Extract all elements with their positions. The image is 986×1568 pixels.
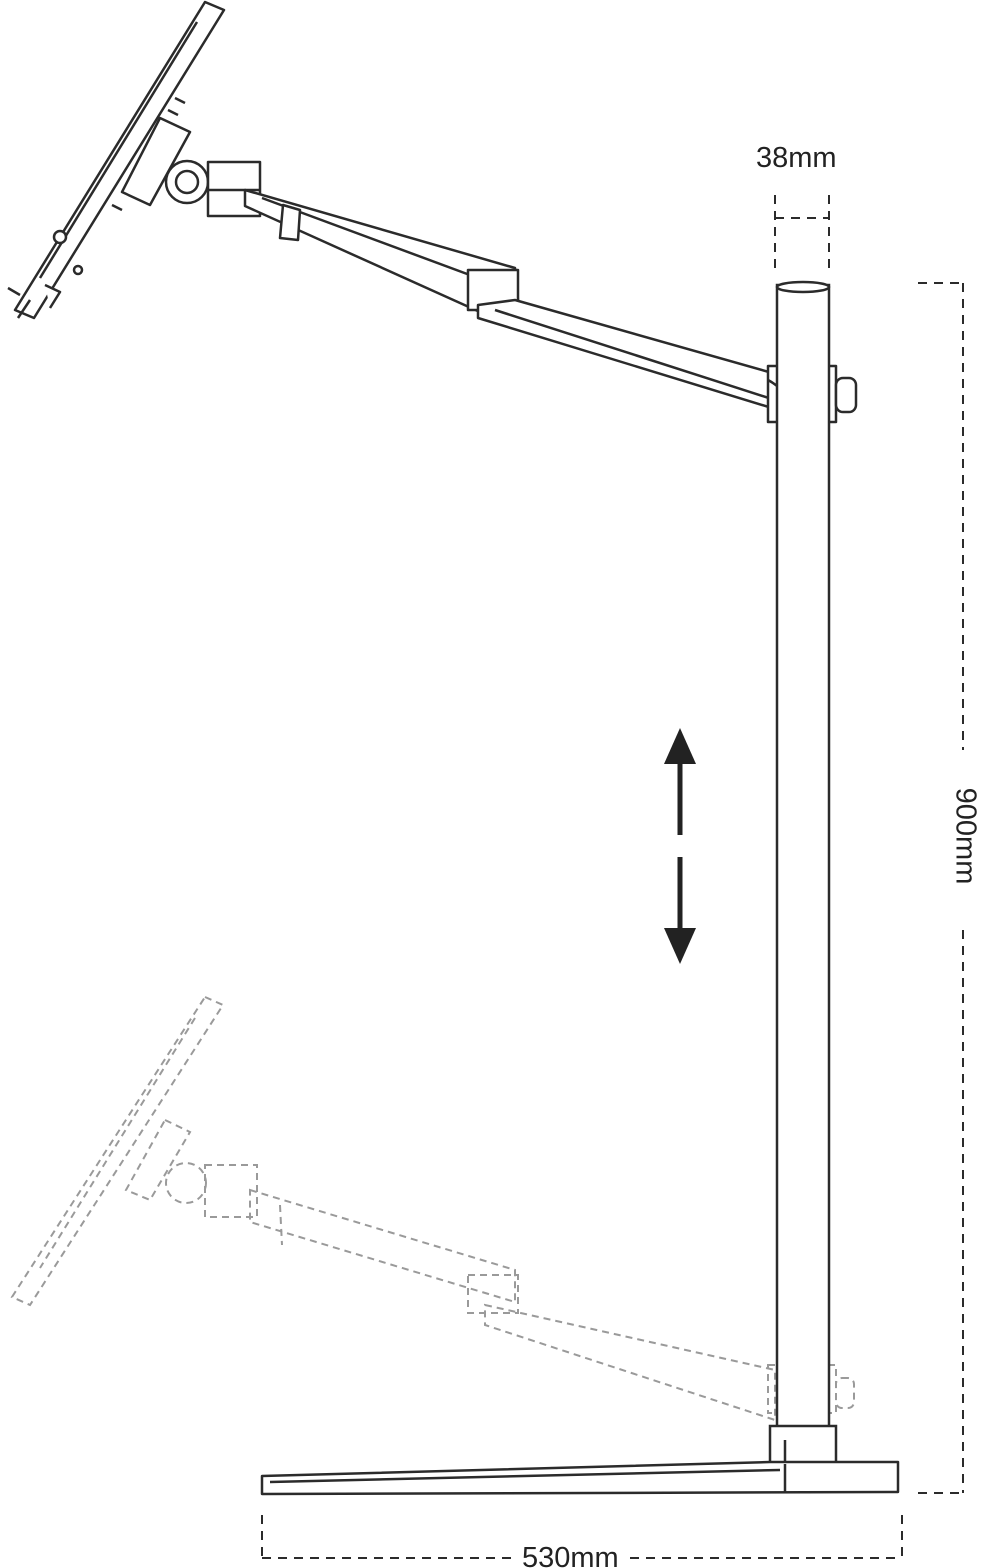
vertical-double-arrow-icon — [664, 728, 696, 964]
lower-arm — [476, 298, 792, 414]
base-plate-top-edge — [269, 1468, 781, 1484]
height-label: 900mm — [950, 781, 982, 891]
tablet-tick — [174, 96, 186, 105]
lower-arm-ridge — [494, 308, 776, 402]
stand-base — [260, 1460, 900, 1496]
ghost-collar-knob — [835, 1377, 855, 1409]
tablet-clamp-knob-2 — [72, 264, 84, 276]
stand-pole — [768, 280, 838, 1466]
ghost-joint-block — [204, 1164, 258, 1218]
base-plate — [260, 1460, 900, 1496]
dimension-lines — [261, 195, 965, 1562]
ghost-elbow — [467, 1274, 519, 1314]
raised-tablet-assembly — [7, 0, 858, 424]
pole-base-sleeve — [768, 1424, 838, 1466]
tablet-holder-plate — [120, 116, 192, 207]
ghost-swivel-knob — [165, 1162, 207, 1204]
arrow-head-down — [664, 928, 696, 964]
pole-diameter-label: 38mm — [756, 142, 837, 174]
ghost-lowered-position — [10, 995, 855, 1422]
tablet-frame — [13, 0, 226, 320]
base-width-label: 530mm — [516, 1544, 625, 1568]
upper-arm-hook — [278, 203, 302, 242]
ghost-lower-arm — [484, 1303, 776, 1422]
collar-lock-knob — [834, 376, 858, 414]
pole-top-cap — [775, 280, 831, 294]
tablet-tick — [167, 108, 179, 117]
ghost-upper-arm — [249, 1188, 516, 1304]
tablet-clamp-knob — [52, 229, 68, 245]
swivel-knob-center — [174, 169, 200, 195]
tablet-bottom-clamp — [7, 283, 62, 319]
ghost-tablet-inner — [39, 1017, 196, 1269]
ghost-upper-arm-detail — [279, 1204, 283, 1246]
ghost-tablet-frame — [10, 995, 225, 1307]
ghost-holder-plate — [124, 1118, 192, 1202]
tablet-tick — [111, 203, 123, 212]
upper-arm-ridge — [261, 196, 506, 290]
arrow-head-up — [664, 728, 696, 764]
pole-body — [775, 283, 831, 1432]
